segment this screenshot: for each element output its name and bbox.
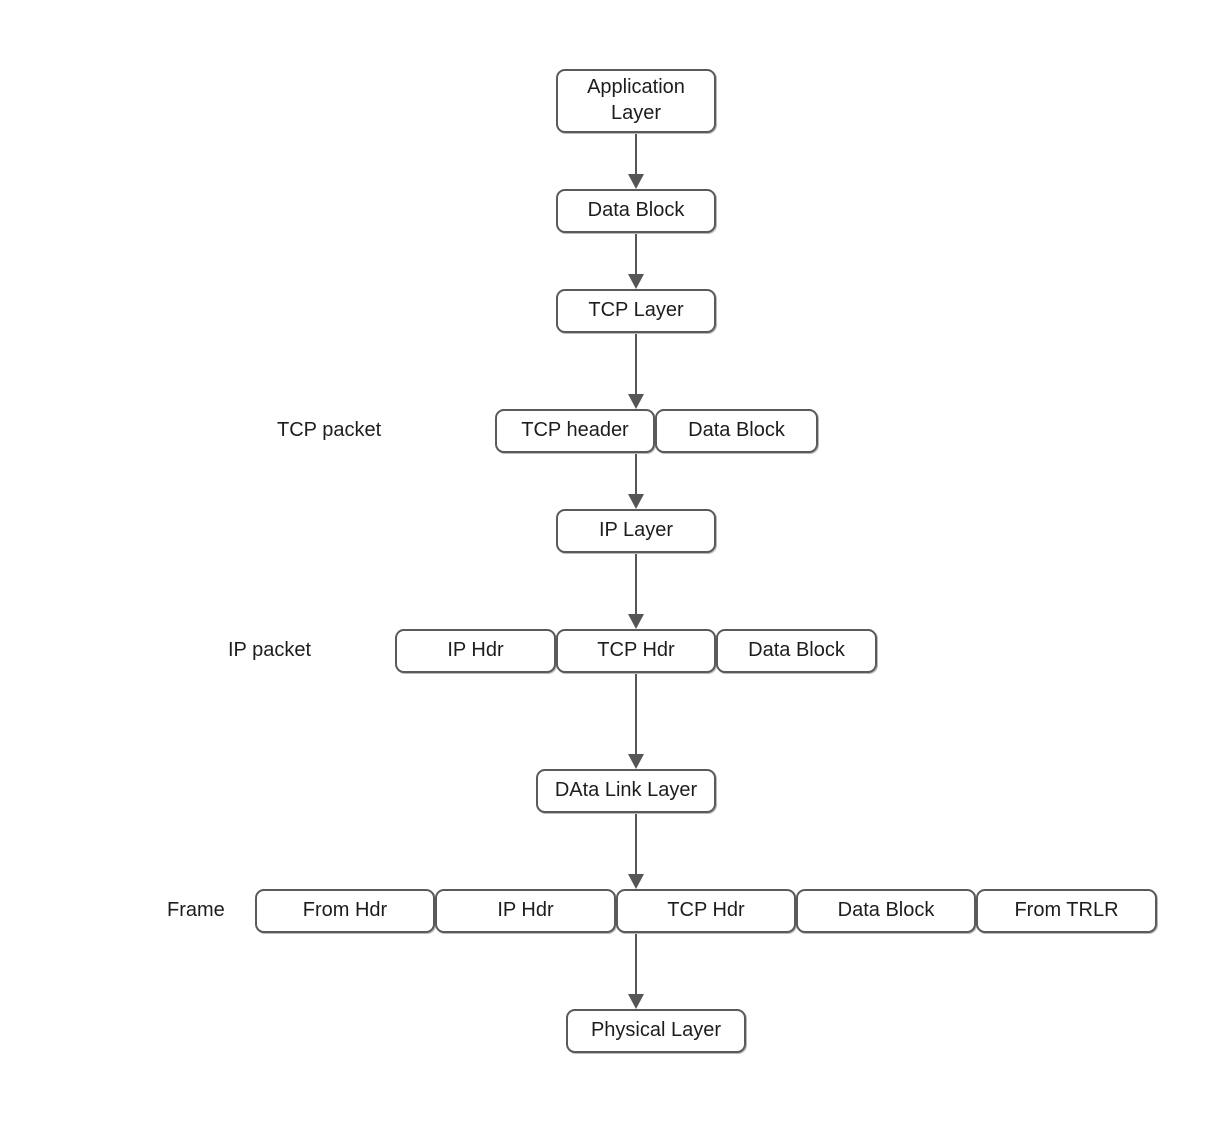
arrow-head-icon: [628, 394, 644, 409]
segment-tcp-packet-data-block[interactable]: Data Block: [655, 409, 818, 453]
arrow-head-icon: [628, 754, 644, 769]
segment-frame-from-hdr[interactable]: From Hdr: [255, 889, 435, 933]
arrow-shaft: [635, 133, 637, 174]
arrow-head-icon: [628, 494, 644, 509]
arrow-tcplayer-to-tcppacket: [626, 333, 646, 409]
arrow-head-icon: [628, 614, 644, 629]
segment-ip-packet-tcp-hdr[interactable]: TCP Hdr: [556, 629, 716, 673]
arrow-head-icon: [628, 994, 644, 1009]
arrow-frame-to-physicallayer: [626, 933, 646, 1009]
node-data-link-layer[interactable]: DAta Link Layer: [536, 769, 716, 813]
arrow-shaft: [635, 813, 637, 874]
row-label-ip-packet: IP packet: [228, 639, 312, 661]
node-data-block-1[interactable]: Data Block: [556, 189, 716, 233]
arrow-head-icon: [628, 174, 644, 189]
node-physical-layer[interactable]: Physical Layer: [566, 1009, 746, 1053]
row-label-tcp-packet: TCP packet: [277, 419, 382, 441]
segment-frame-tcp-hdr[interactable]: TCP Hdr: [616, 889, 796, 933]
segment-frame-data-block[interactable]: Data Block: [796, 889, 976, 933]
arrow-datablock-to-tcplayer: [626, 233, 646, 289]
segment-ip-packet-data-block[interactable]: Data Block: [716, 629, 877, 673]
node-ip-layer[interactable]: IP Layer: [556, 509, 716, 553]
segment-ip-packet-ip-hdr[interactable]: IP Hdr: [395, 629, 556, 673]
arrow-shaft: [635, 673, 637, 754]
arrow-tcppacket-to-iplayer: [626, 453, 646, 509]
arrow-ippacket-to-datalinklayer: [626, 673, 646, 769]
arrow-head-icon: [628, 874, 644, 889]
segment-frame-from-trlr[interactable]: From TRLR: [976, 889, 1157, 933]
arrow-datalinklayer-to-frame: [626, 813, 646, 889]
arrow-shaft: [635, 553, 637, 614]
arrow-iplayer-to-ippacket: [626, 553, 646, 629]
arrow-head-icon: [628, 274, 644, 289]
arrow-application-to-datablock: [626, 133, 646, 189]
segment-frame-ip-hdr[interactable]: IP Hdr: [435, 889, 616, 933]
row-label-frame: Frame: [167, 899, 225, 921]
arrow-shaft: [635, 233, 637, 274]
node-application-layer[interactable]: Application Layer: [556, 69, 716, 133]
arrow-shaft: [635, 453, 637, 494]
node-tcp-layer[interactable]: TCP Layer: [556, 289, 716, 333]
arrow-shaft: [635, 933, 637, 994]
segment-tcp-packet-tcp-header[interactable]: TCP header: [495, 409, 655, 453]
arrow-shaft: [635, 333, 637, 394]
